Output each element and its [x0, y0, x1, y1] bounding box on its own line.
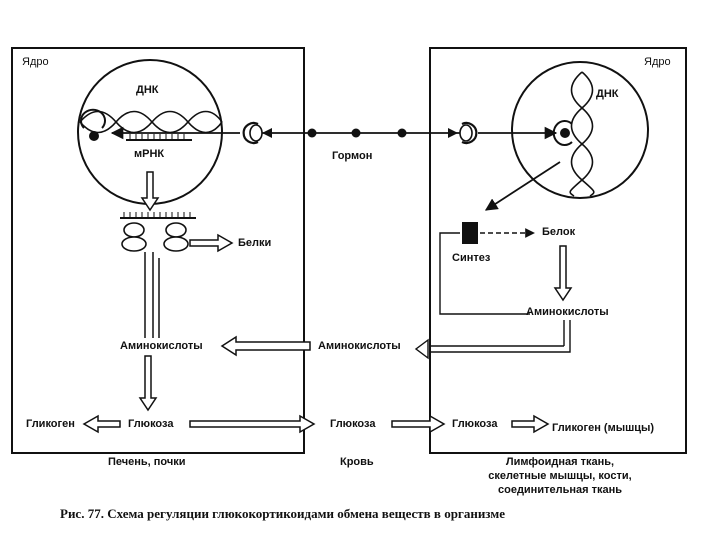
ribosome-icon: [121, 222, 147, 252]
amino-feedback-line: [439, 232, 530, 315]
figure-caption: Рис. 77. Схема регуляции глюкокортикоида…: [60, 506, 505, 521]
hormone-arrowhead-left: [262, 128, 272, 138]
hormone-label: Гормон: [332, 150, 373, 162]
mrna-to-ribosome-arrow: [140, 171, 160, 212]
protein-to-amino-arrow: [553, 245, 573, 302]
left-membrane-receptor-icon: [242, 121, 263, 145]
amino-right-connector: [430, 320, 571, 353]
left-cell-frame: [11, 47, 305, 454]
nucleus-label-left: Ядро: [22, 56, 49, 68]
mrna-label: мРНК: [134, 148, 165, 160]
hormone-molecule: [307, 128, 317, 138]
to-proteins-arrow: [189, 233, 234, 253]
amino-middle-to-left-arrow: [220, 335, 311, 357]
ribosome-mrna-ticks: [123, 212, 191, 218]
right-nucleus-circle: [511, 61, 649, 199]
dna-label-left: ДНК: [136, 84, 159, 96]
right-membrane-receptor-icon: [459, 121, 478, 145]
glycogen-muscle-label: Гликоген (мышцы): [552, 422, 655, 434]
glucose-to-glycogen-arrow: [82, 414, 121, 434]
nucleus-label-right: Ядро: [644, 56, 671, 68]
dna-to-synthesis-arrow: [484, 161, 561, 211]
hormone-arrowhead-right: [448, 128, 458, 138]
glycogen-left-label: Гликоген: [26, 418, 75, 430]
proteins-label: Белки: [238, 237, 272, 249]
mrna-ticks: [129, 134, 185, 140]
ribosome-to-glucose-pipe: [152, 252, 160, 338]
blood-to-glucose-right-arrow: [391, 414, 446, 434]
right-cell-frame: [429, 47, 687, 454]
left-dna-helix: [79, 110, 223, 134]
amino-acids-right-label: Аминокислоты: [526, 306, 609, 318]
dna-label-right: ДНК: [596, 88, 619, 100]
amino-acids-left-label: Аминокислоты: [120, 340, 203, 352]
left-receptor-icon: [80, 108, 106, 141]
glucose-left-to-blood-arrow: [189, 414, 316, 434]
amino-acids-middle-label: Аминокислоты: [318, 340, 401, 352]
glucose-to-glycogen-muscle-arrow: [511, 414, 550, 434]
hormone-molecule: [397, 128, 407, 138]
right-dna-helix: [569, 71, 595, 197]
lymphoid-label-line1: Лимфоидная ткань,: [505, 456, 615, 468]
lymphoid-label-line2: скелетные мышцы, кости,: [488, 470, 632, 482]
liver-kidneys-label: Печень, почки: [108, 456, 186, 468]
blood-label: Кровь: [340, 456, 374, 468]
ribosome-icon: [163, 222, 189, 252]
lymphoid-label-line3: соединительная ткань: [497, 484, 622, 496]
amino-right-arrowhead: [414, 338, 429, 360]
hormone-molecule: [351, 128, 361, 138]
glucose-left-label: Глюкоза: [128, 418, 174, 430]
amino-to-glucose-arrow: [138, 355, 158, 412]
glucose-blood-label: Глюкоза: [330, 418, 376, 430]
protein-label: Белок: [542, 226, 576, 238]
synthesis-label: Синтез: [452, 252, 491, 264]
right-receptor-icon: [552, 120, 573, 146]
glucose-right-label: Глюкоза: [452, 418, 498, 430]
synthesis-block: [462, 222, 478, 244]
